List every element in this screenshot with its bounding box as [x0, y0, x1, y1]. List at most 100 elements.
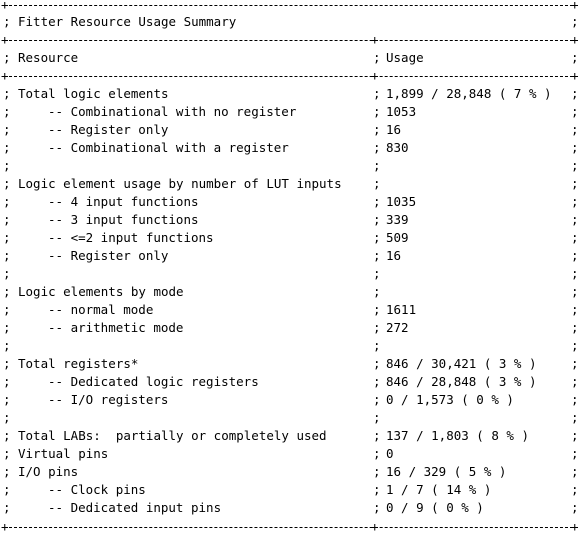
table-row: ;-- arithmetic mode;272;	[0, 319, 582, 337]
semicolon-separator: ;	[571, 392, 579, 407]
junction-plus: +	[371, 68, 379, 83]
semicolon-separator: ;	[3, 14, 11, 29]
resource-cell: Logic element usage by number of LUT inp…	[18, 176, 342, 191]
resource-cell: Total registers*	[18, 356, 139, 371]
table-row: ; Total LABs: partially or completely use…	[0, 427, 582, 445]
semicolon-separator: ;	[571, 50, 579, 65]
corner-plus: +	[1, 32, 9, 47]
semicolon-separator: ;	[3, 140, 11, 155]
corner-plus: +	[571, 68, 579, 83]
resource-cell: -- normal mode	[48, 302, 154, 317]
table-row: ;-- 3 input functions;339;	[0, 211, 582, 229]
semicolon-separator: ;	[3, 230, 11, 245]
semicolon-separator: ;	[373, 122, 381, 137]
semicolon-separator: ;	[3, 446, 11, 461]
semicolon-separator: ;	[571, 104, 579, 119]
resource-cell: -- 4 input functions	[48, 194, 199, 209]
resource-cell: I/O pins	[18, 464, 79, 479]
usage-cell: 272	[386, 320, 409, 335]
usage-cell: 0 / 1,573 ( 0 % )	[386, 392, 514, 407]
resource-cell: -- 3 input functions	[48, 212, 199, 227]
semicolon-separator: ;	[3, 86, 11, 101]
semicolon-separator: ;	[373, 446, 381, 461]
semicolon-separator: ;	[373, 158, 381, 173]
table-row: ;Virtual pins;0;	[0, 445, 582, 463]
corner-plus: +	[571, 0, 579, 12]
resource-cell: -- Combinational with a register	[48, 140, 289, 155]
table-row: ;-- Dedicated input pins;0 / 9 ( 0 % );	[0, 499, 582, 517]
dashed-rule	[4, 40, 578, 41]
semicolon-separator: ;	[3, 320, 11, 335]
semicolon-separator: ;	[373, 320, 381, 335]
semicolon-separator: ;	[3, 284, 11, 299]
column-header-resource: Resource	[18, 50, 79, 65]
table-row: ;-- I/O registers;0 / 1,573 ( 0 % );	[0, 391, 582, 409]
corner-plus: +	[1, 68, 9, 83]
corner-plus: +	[571, 519, 579, 534]
semicolon-separator: ;	[571, 230, 579, 245]
usage-cell: 846 / 28,848 ( 3 % )	[386, 374, 537, 389]
spacer-row: ;;;	[0, 157, 582, 175]
semicolon-separator: ;	[3, 104, 11, 119]
dashed-rule	[4, 5, 578, 6]
resource-cell: -- <=2 input functions	[48, 230, 214, 245]
title-border: + + +	[0, 32, 582, 47]
resource-cell: Total LABs: partially or completely used	[18, 428, 327, 443]
semicolon-separator: ;	[373, 176, 381, 191]
usage-cell: 0 / 9 ( 0 % )	[386, 500, 484, 515]
usage-cell: 16	[386, 248, 402, 263]
semicolon-separator: ;	[3, 50, 11, 65]
junction-plus: +	[371, 32, 379, 47]
top-border: + +	[0, 0, 582, 12]
resource-cell: -- Combinational with no register	[48, 104, 297, 119]
semicolon-separator: ;	[373, 86, 381, 101]
table-row: ;-- Dedicated logic registers;846 / 28,8…	[0, 373, 582, 391]
table-row: ;-- Register only;16;	[0, 121, 582, 139]
usage-cell: 0	[386, 446, 394, 461]
semicolon-separator: ;	[373, 230, 381, 245]
table-row: ;I/O pins;16 / 329 ( 5 % );	[0, 463, 582, 481]
semicolon-separator: ;	[373, 212, 381, 227]
semicolon-separator: ;	[3, 392, 11, 407]
resource-cell: -- Register only	[48, 122, 169, 137]
semicolon-separator: ;	[373, 338, 381, 353]
corner-plus: +	[571, 32, 579, 47]
semicolon-separator: ;	[3, 356, 11, 371]
semicolon-separator: ;	[373, 464, 381, 479]
usage-cell: 509	[386, 230, 409, 245]
semicolon-separator: ;	[373, 482, 381, 497]
semicolon-separator: ;	[373, 428, 381, 443]
semicolon-separator: ;	[571, 500, 579, 515]
bottom-border: + + +	[0, 519, 582, 534]
semicolon-separator: ;	[3, 464, 11, 479]
semicolon-separator: ;	[571, 86, 579, 101]
usage-cell: 830	[386, 140, 409, 155]
semicolon-separator: ;	[571, 428, 579, 443]
usage-cell: 16 / 329 ( 5 % )	[386, 464, 507, 479]
semicolon-separator: ;	[3, 194, 11, 209]
semicolon-separator: ;	[571, 176, 579, 191]
header-row: ; Resource ; Usage ;	[0, 49, 582, 67]
semicolon-separator: ;	[571, 356, 579, 371]
semicolon-separator: ;	[3, 500, 11, 515]
semicolon-separator: ;	[3, 410, 11, 425]
table-row: ;Total registers*;846 / 30,421 ( 3 % );	[0, 355, 582, 373]
table-row: ;Logic elements by mode;;	[0, 283, 582, 301]
usage-cell: 1611	[386, 302, 417, 317]
semicolon-separator: ;	[571, 212, 579, 227]
report-title: Fitter Resource Usage Summary	[18, 14, 237, 29]
semicolon-separator: ;	[373, 374, 381, 389]
semicolon-separator: ;	[3, 122, 11, 137]
resource-cell: -- I/O registers	[48, 392, 169, 407]
resource-cell: -- Dedicated input pins	[48, 500, 222, 515]
usage-cell: 339	[386, 212, 409, 227]
semicolon-separator: ;	[571, 140, 579, 155]
resource-cell: -- Register only	[48, 248, 169, 263]
corner-plus: +	[1, 0, 9, 12]
semicolon-separator: ;	[3, 482, 11, 497]
resource-cell: Virtual pins	[18, 446, 109, 461]
semicolon-separator: ;	[571, 320, 579, 335]
semicolon-separator: ;	[373, 266, 381, 281]
dashed-rule	[4, 76, 578, 77]
junction-plus: +	[371, 519, 379, 534]
